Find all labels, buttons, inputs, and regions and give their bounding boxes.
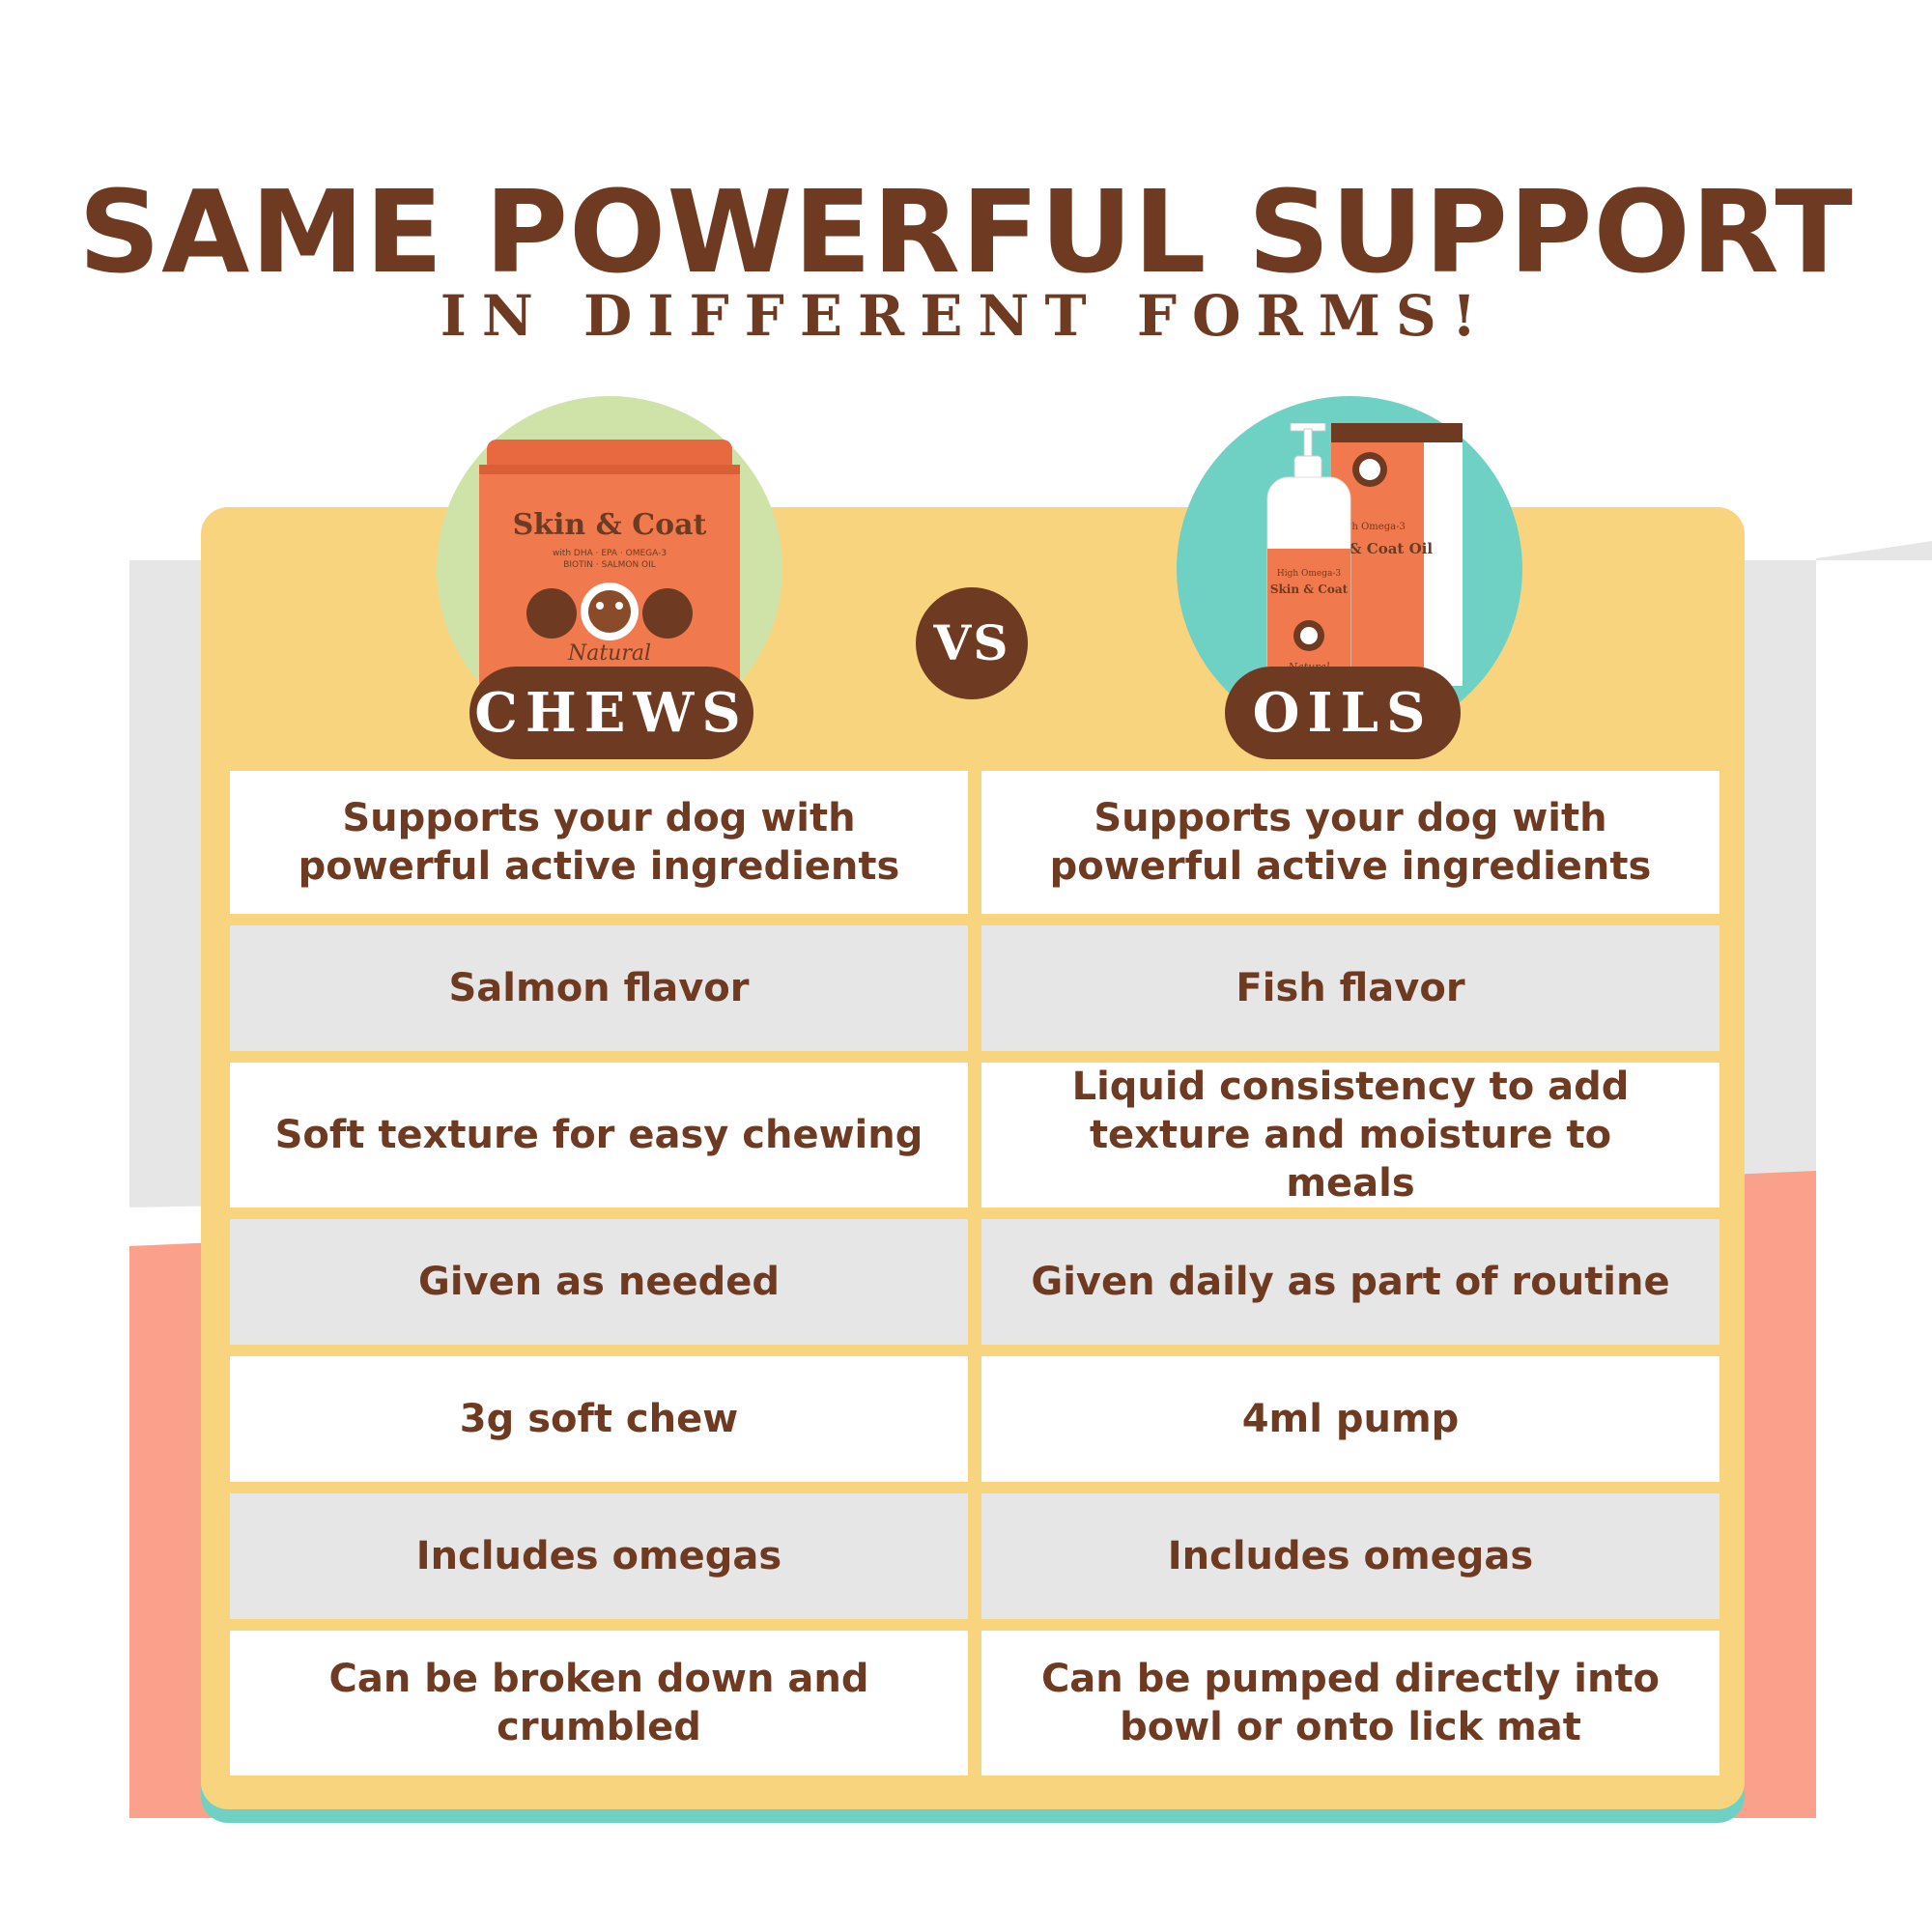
svg-text:High Omega-3: High Omega-3 (1277, 569, 1342, 579)
chews-cell: Given as needed (230, 1219, 968, 1345)
svg-text:with DHA · EPA · OMEGA-3: with DHA · EPA · OMEGA-3 (553, 549, 667, 558)
chews-label: CHEWS (469, 667, 753, 759)
oils-cell: Liquid consistency to add texture and mo… (981, 1063, 1719, 1208)
comparison-row: Can be broken down and crumbled Can be p… (230, 1631, 1719, 1776)
svg-text:BIOTIN · SALMON OIL: BIOTIN · SALMON OIL (563, 560, 656, 570)
oils-bottle-image: High Omega-3 Skin & Coat Oil High Omega-… (1266, 423, 1463, 686)
vs-badge: VS (916, 587, 1028, 699)
bottle-title-text: Skin & Coat (1270, 582, 1349, 596)
oils-cell: Supports your dog with powerful active i… (981, 771, 1719, 914)
comparison-row: Includes omegas Includes omegas (230, 1493, 1719, 1619)
chews-jar-image: Skin & Coat with DHA · EPA · OMEGA-3 BIO… (479, 440, 740, 693)
chews-cell: Supports your dog with powerful active i… (230, 771, 968, 914)
comparison-row: 3g soft chew 4ml pump (230, 1356, 1719, 1482)
chews-cell: Can be broken down and crumbled (230, 1631, 968, 1776)
comparison-row: Supports your dog with powerful active i… (230, 771, 1719, 914)
jar-brand-text: Natural (567, 641, 651, 666)
chews-cell: Soft texture for easy chewing (230, 1063, 968, 1208)
jar-title-text: Skin & Coat (513, 508, 707, 542)
page-subtitle: IN DIFFERENT FORMS! (440, 283, 1492, 349)
comparison-table: Supports your dog with powerful active i… (230, 771, 1719, 1787)
oils-cell: Can be pumped directly into bowl or onto… (981, 1631, 1719, 1776)
oils-cell: Fish flavor (981, 925, 1719, 1051)
svg-text:High Omega-3: High Omega-3 (1334, 522, 1406, 532)
comparison-row: Soft texture for easy chewing Liquid con… (230, 1063, 1719, 1208)
comparison-row: Given as needed Given daily as part of r… (230, 1219, 1719, 1345)
oils-cell: Given daily as part of routine (981, 1219, 1719, 1345)
chews-cell: Includes omegas (230, 1493, 968, 1619)
page-title: SAME POWERFUL SUPPORT (78, 165, 1854, 298)
chews-cell: Salmon flavor (230, 925, 968, 1051)
oils-cell: Includes omegas (981, 1493, 1719, 1619)
chews-cell: 3g soft chew (230, 1356, 968, 1482)
oils-cell: 4ml pump (981, 1356, 1719, 1482)
comparison-row: Salmon flavor Fish flavor (230, 925, 1719, 1051)
oils-label: OILS (1225, 667, 1461, 759)
